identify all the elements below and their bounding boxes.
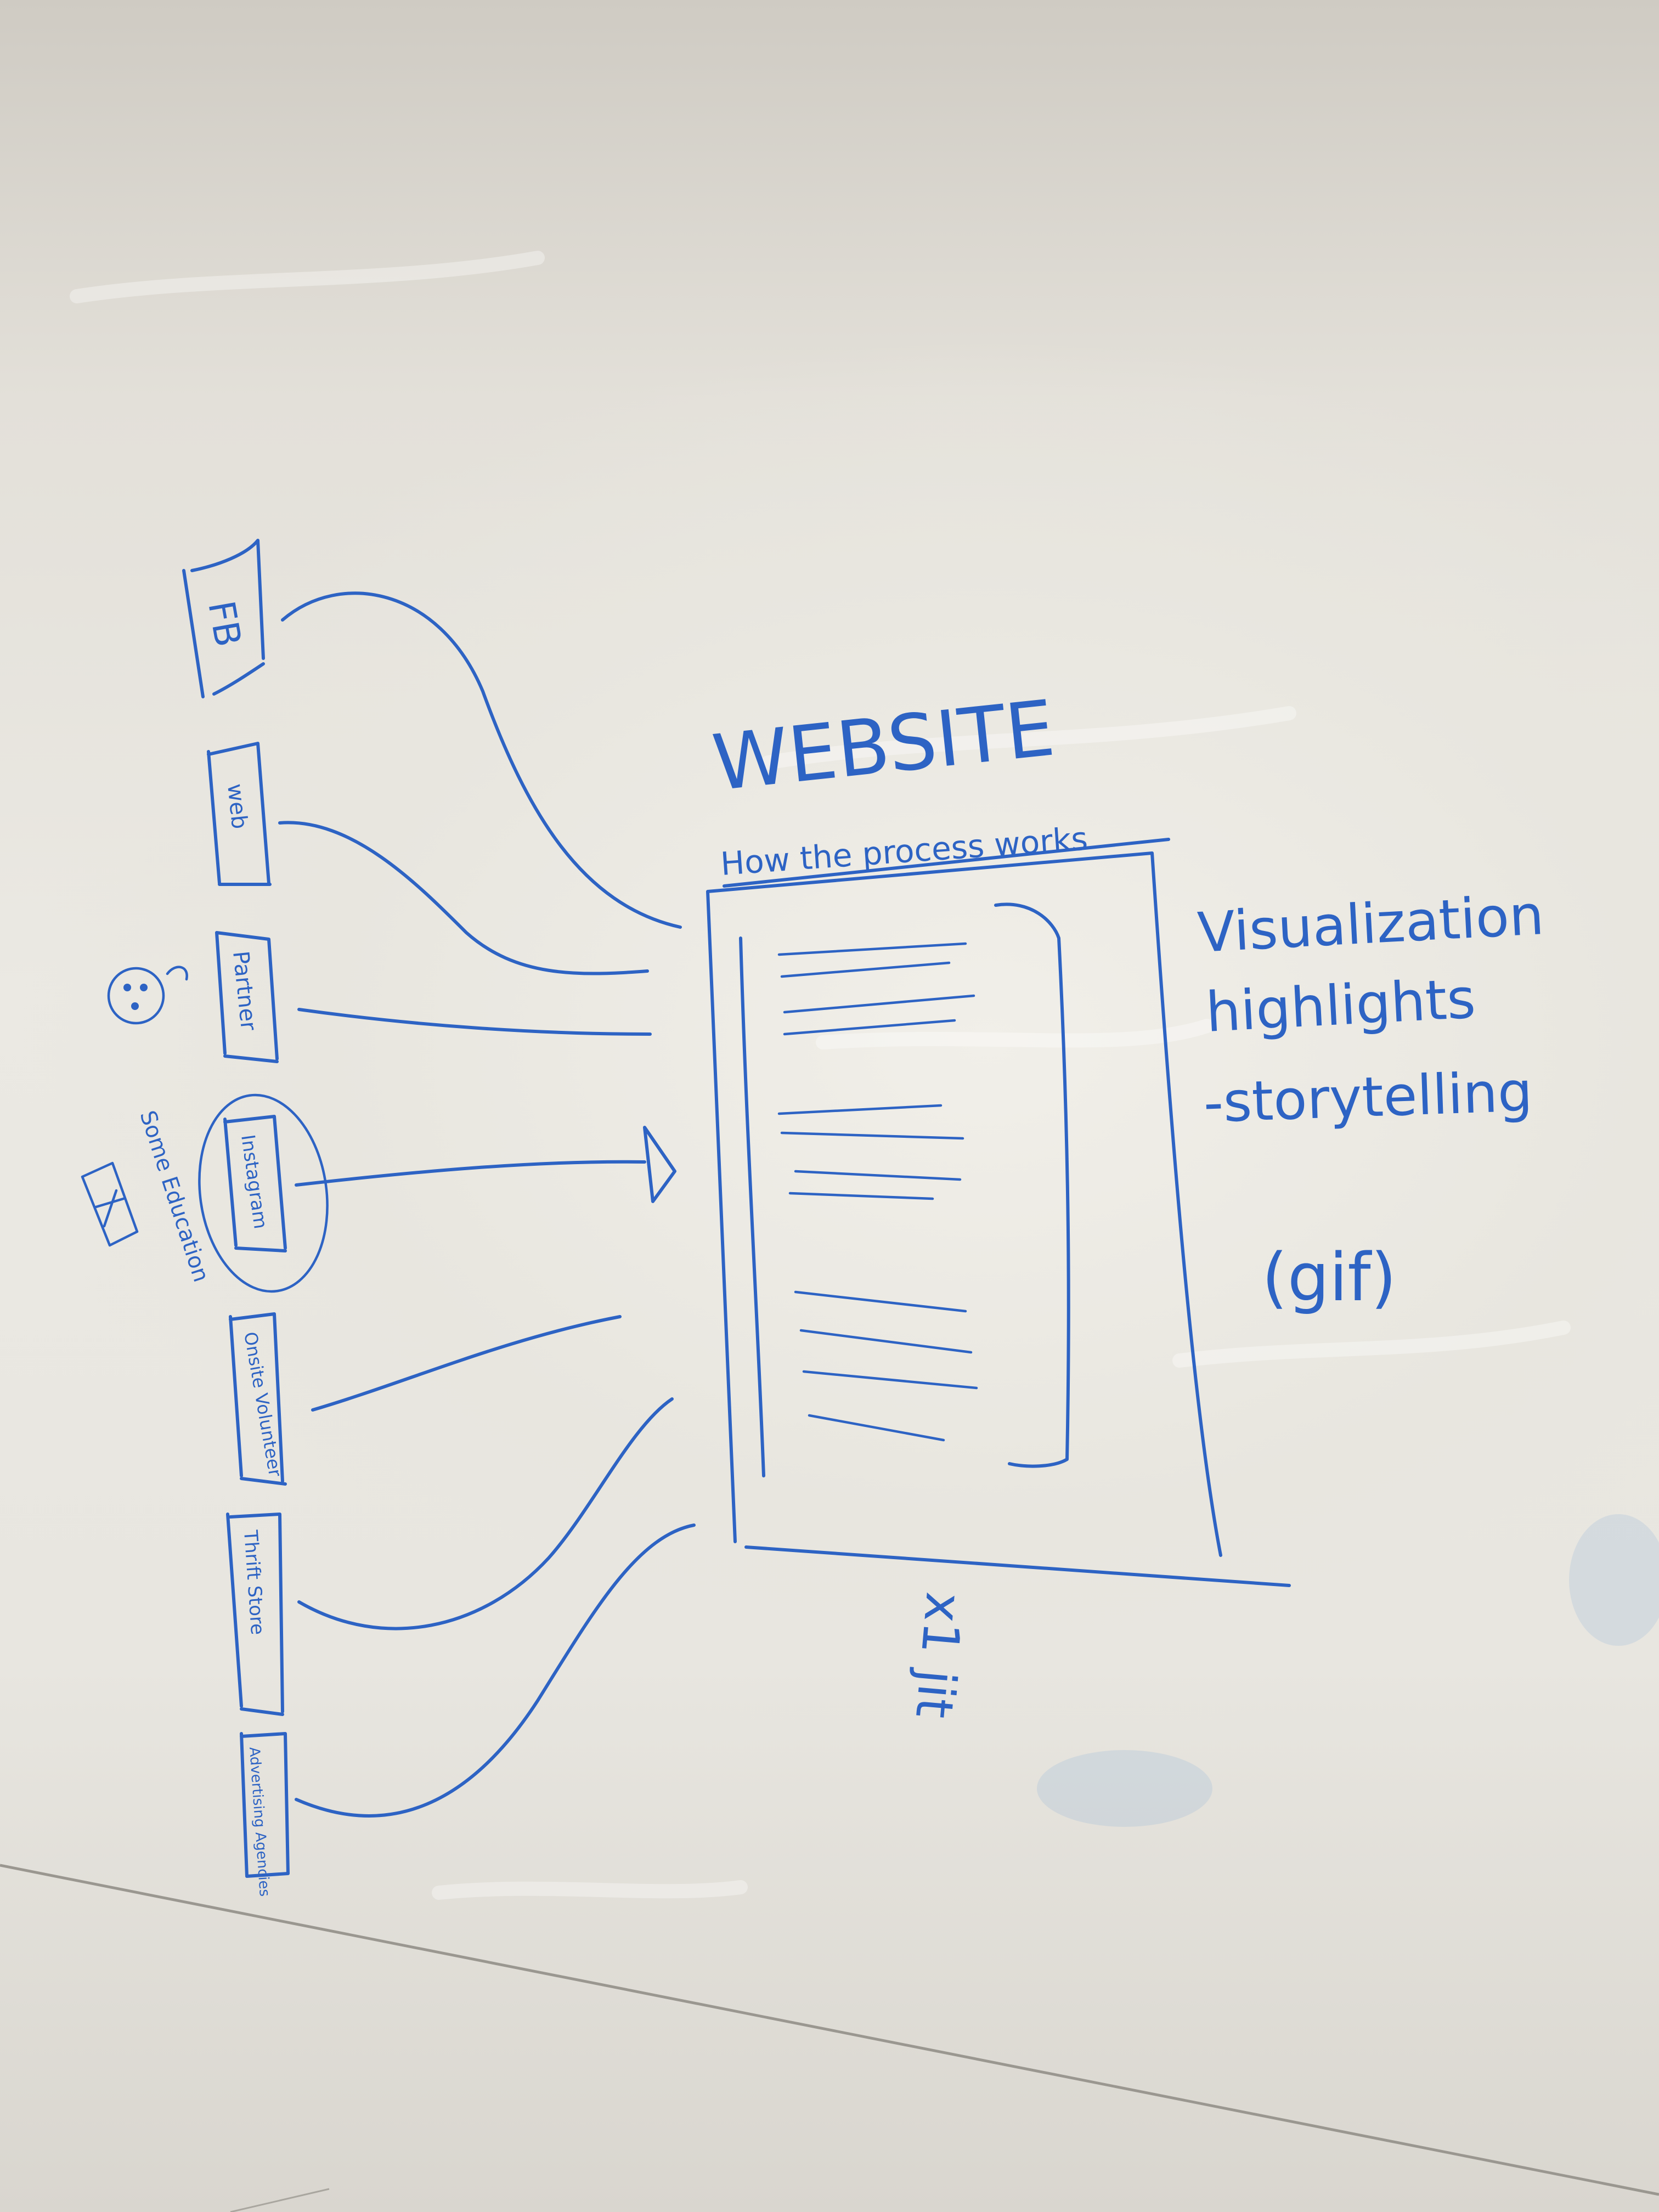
subtitle-underline	[723, 838, 1170, 888]
source-box-advertising-agencies: Advertising Agencies	[240, 1732, 290, 1897]
connector-advertising	[295, 1523, 696, 1818]
board-edge-line	[0, 1864, 1659, 2196]
side-note-education: Some Education	[134, 1108, 213, 1285]
note-highlights: highlights	[1204, 966, 1477, 1045]
connector-lines	[278, 591, 696, 1818]
website-frame	[706, 851, 1291, 1587]
note-storytelling: -storytelling	[1203, 1059, 1534, 1135]
source-box-fb: FB	[182, 539, 265, 698]
connector-partner	[297, 1008, 652, 1036]
connector-web	[278, 821, 649, 975]
website-inner-right-bracket	[994, 902, 1070, 1468]
connector-fb	[281, 591, 682, 929]
arrow-head-into-website	[643, 1126, 676, 1203]
source-label-thrift-store: Thrift Store	[239, 1529, 268, 1635]
board-edge-line-lower	[230, 2188, 330, 2212]
source-label-instagram: Instagram	[236, 1133, 272, 1231]
bottom-note: x1 jit	[904, 1590, 974, 1720]
source-box-onsite-volunteer: Onsite Volunteer	[229, 1312, 287, 1486]
source-box-web: web	[207, 742, 272, 886]
website-inner-left-rule	[739, 936, 765, 1477]
note-visualization: Visualization	[1196, 883, 1545, 965]
source-label-web: web	[222, 782, 252, 830]
face-doodle	[107, 966, 188, 1025]
erased-ghost-marks	[70, 251, 1659, 1900]
source-label-partner: Partner	[228, 950, 261, 1032]
source-box-thrift-store: Thrift Store	[226, 1513, 284, 1716]
source-box-partner: Partner	[215, 931, 279, 1063]
education-doodle: Some Education	[81, 1108, 214, 1285]
website-mockup	[706, 851, 1291, 1587]
source-label-fb: FB	[200, 597, 249, 650]
note-gif: (gif)	[1262, 1240, 1396, 1316]
website-title: WEBSITE	[709, 684, 1059, 808]
connector-thrift	[297, 1397, 674, 1630]
connector-instagram	[295, 1160, 646, 1187]
connector-onsite	[311, 1315, 622, 1412]
visualization-notes: Visualization highlights -storytelling (…	[1196, 883, 1545, 1316]
